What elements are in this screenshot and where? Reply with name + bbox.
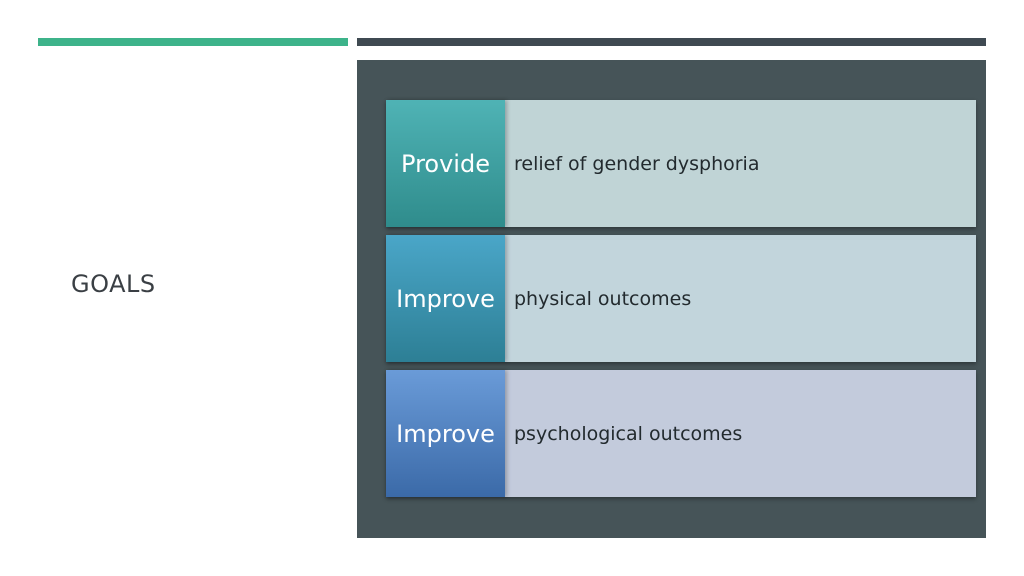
goals-panel: Provide relief of gender dysphoria Impro… <box>357 60 986 538</box>
goal-verb: Provide <box>386 100 505 227</box>
goal-description: relief of gender dysphoria <box>505 100 976 227</box>
goal-description: physical outcomes <box>505 235 976 362</box>
accent-bar-green <box>38 38 348 46</box>
goal-verb: Improve <box>386 370 505 497</box>
accent-bar-dark <box>357 38 986 46</box>
goal-description: psychological outcomes <box>505 370 976 497</box>
goal-row-improve-psychological: Improve psychological outcomes <box>386 370 976 497</box>
goal-row-provide-relief: Provide relief of gender dysphoria <box>386 100 976 227</box>
slide-title: GOALS <box>71 270 156 298</box>
goal-verb: Improve <box>386 235 505 362</box>
goal-row-improve-physical: Improve physical outcomes <box>386 235 976 362</box>
